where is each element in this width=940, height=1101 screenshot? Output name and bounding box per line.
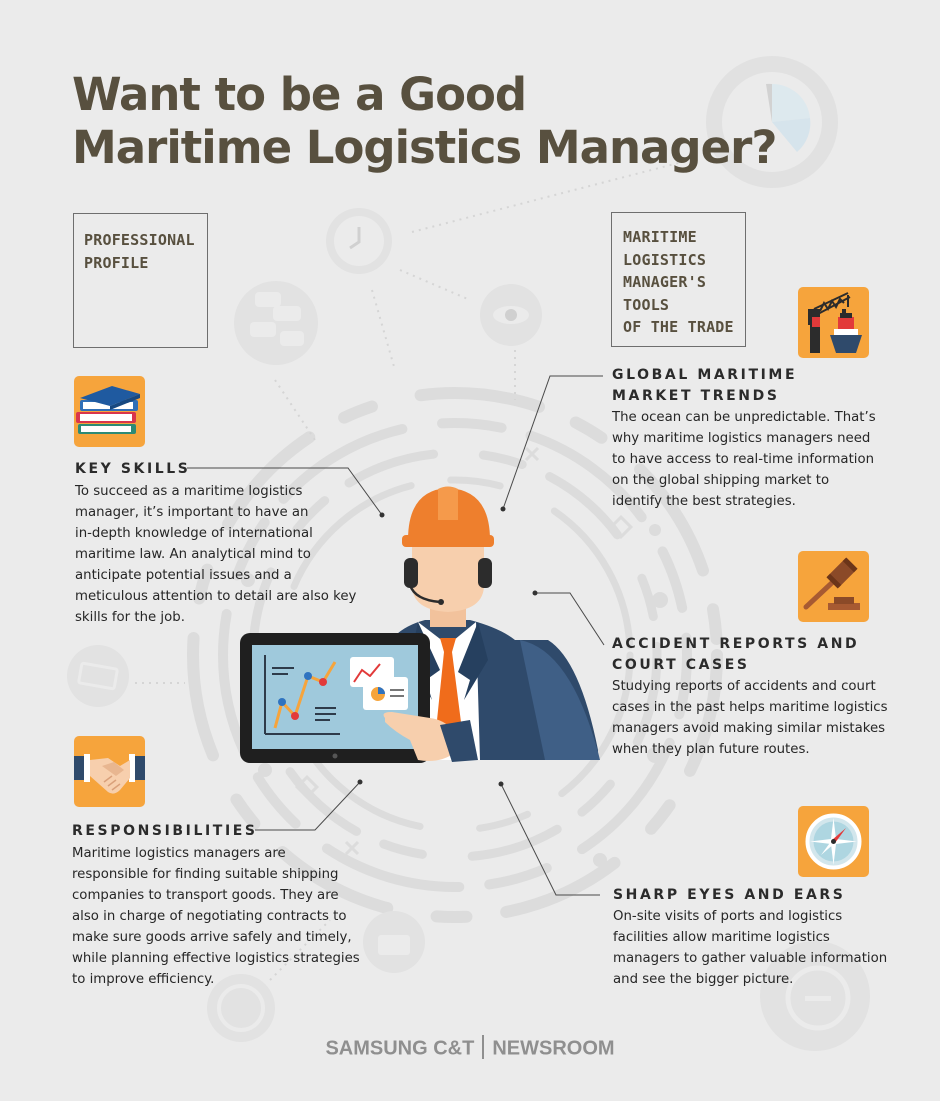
- responsibilities-line: to improve efficiency.: [72, 972, 215, 987]
- responsibilities-line: companies to transport goods. They are: [72, 888, 339, 903]
- responsibilities-body: Maritime logistics managers are responsi…: [72, 843, 372, 990]
- accident-reports-line: when they plan future routes.: [612, 742, 810, 757]
- sharp-eyes-body: On-site visits of ports and logistics fa…: [613, 906, 903, 990]
- key-skills-line: anticipate potential issues and a: [75, 568, 292, 583]
- key-skills-body: To succeed as a maritime logistics manag…: [75, 481, 375, 628]
- key-skills-line: To succeed as a maritime logistics: [75, 484, 303, 499]
- market-trends-line: The ocean can be unpredictable. That’s: [612, 410, 876, 425]
- manager-with-tablet-illustration: [240, 486, 600, 763]
- sharp-eyes-line: managers to gather valuable information: [613, 951, 888, 966]
- gavel-icon: [798, 551, 869, 622]
- footer-section: NEWSROOM: [492, 1037, 615, 1060]
- responsibilities-line: responsible for finding suitable shippin…: [72, 867, 339, 882]
- key-skills-line: manager, it’s important to have an: [75, 505, 309, 520]
- market-trends-line: on the global shipping market to: [612, 473, 830, 488]
- sharp-eyes-line: On-site visits of ports and logistics: [613, 909, 843, 924]
- footer-logo: SAMSUNG C&T NEWSROOM: [0, 1035, 940, 1061]
- responsibilities-line: while planning effective logistics strat…: [72, 951, 360, 966]
- footer-brand: SAMSUNG C&T: [325, 1037, 475, 1060]
- page-title-line-2: Maritime Logistics Manager?: [72, 121, 777, 174]
- market-trends-line: identify the best strategies.: [612, 494, 796, 509]
- accident-reports-heading: ACCIDENT REPORTS AND COURT CASES: [612, 636, 860, 673]
- responsibilities-line: Maritime logistics managers are: [72, 846, 286, 861]
- tools-of-trade-box: MARITIME LOGISTICS MANAGER'S TOOLS OF TH…: [611, 212, 746, 347]
- footer-divider: [482, 1035, 485, 1059]
- tools-of-trade-label: MARITIME LOGISTICS MANAGER'S TOOLS OF TH…: [623, 228, 734, 336]
- market-trends-body: The ocean can be unpredictable. That’s w…: [612, 407, 892, 512]
- market-trends-line: why maritime logistics managers need: [612, 431, 871, 446]
- professional-profile-label: PROFESSIONAL PROFILE: [84, 231, 195, 272]
- compass-icon: [798, 806, 869, 877]
- sharp-eyes-line: facilities allow maritime logistics: [613, 930, 830, 945]
- key-skills-line: in-depth knowledge of international: [75, 526, 313, 541]
- responsibilities-line: also in charge of negotiating contracts …: [72, 909, 347, 924]
- market-trends-heading: GLOBAL MARITIME MARKET TRENDS: [612, 367, 798, 404]
- responsibilities-heading: RESPONSIBILITIES: [72, 823, 258, 839]
- professional-profile-box: PROFESSIONAL PROFILE: [73, 213, 208, 348]
- page-title-line-1: Want to be a Good: [72, 68, 527, 121]
- key-skills-heading: KEY SKILLS: [75, 461, 191, 477]
- crane-ship-icon: [798, 287, 869, 358]
- sharp-eyes-line: and see the bigger picture.: [613, 972, 794, 987]
- accident-reports-line: Studying reports of accidents and court: [612, 679, 876, 694]
- accident-reports-body: Studying reports of accidents and court …: [612, 676, 902, 760]
- handshake-icon: [74, 736, 145, 807]
- accident-reports-line: cases in the past helps maritime logisti…: [612, 700, 888, 715]
- market-trends-line: to have access to real-time information: [612, 452, 875, 467]
- key-skills-line: maritime law. An analytical mind to: [75, 547, 311, 562]
- key-skills-line: meticulous attention to detail are also …: [75, 589, 357, 604]
- accident-reports-line: managers avoid making similar mistakes: [612, 721, 886, 736]
- responsibilities-line: make sure goods arrive safely and timely…: [72, 930, 352, 945]
- sharp-eyes-heading: SHARP EYES AND EARS: [613, 887, 846, 903]
- key-skills-line: skills for the job.: [75, 610, 185, 625]
- books-icon: [74, 376, 145, 447]
